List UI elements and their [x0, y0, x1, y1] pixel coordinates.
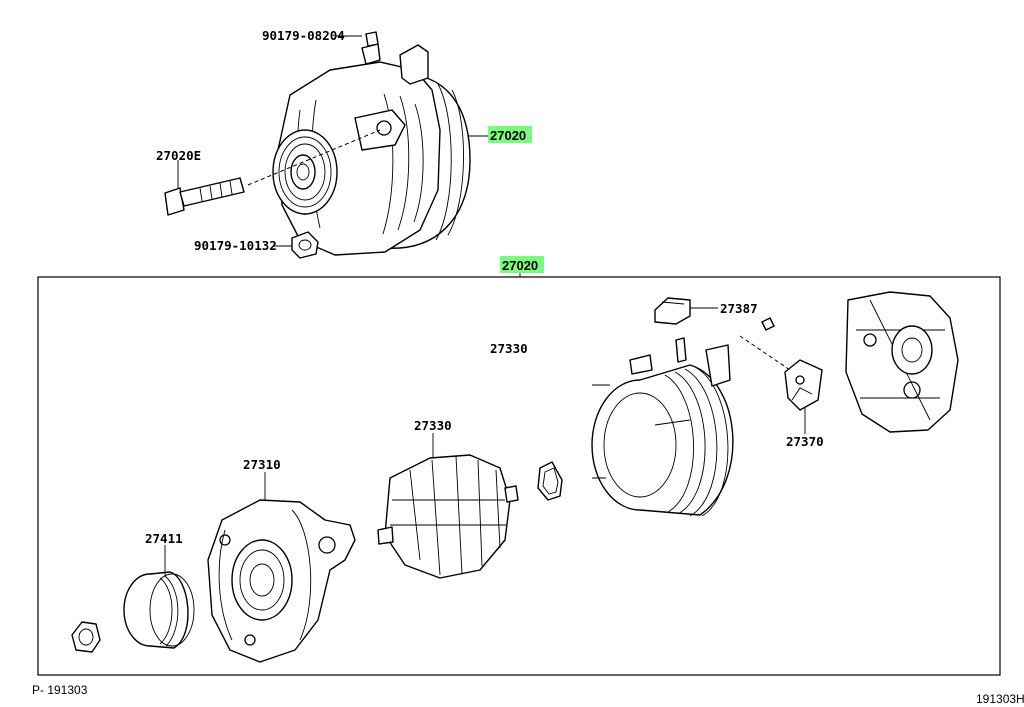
highlight-27020-top — [488, 126, 532, 143]
label-27387[interactable]: 27387 — [720, 301, 758, 316]
exploded-view-frame — [37, 276, 1001, 676]
footer-right-code: 191303H — [976, 692, 1024, 706]
label-90179-10132[interactable]: 90179-10132 — [194, 238, 277, 253]
footer-left-code: P- 191303 — [32, 683, 88, 697]
label-27370[interactable]: 27370 — [786, 434, 824, 449]
highlight-27020-box — [500, 256, 544, 273]
label-27310[interactable]: 27310 — [243, 457, 281, 472]
box-leaders — [164, 307, 806, 576]
label-27020-top[interactable]: 27020 — [490, 128, 526, 143]
label-27411[interactable]: 27411 — [145, 531, 183, 546]
exploded-parts-drawing — [71, 291, 959, 663]
label-27330-coil[interactable]: 27330 — [490, 341, 528, 356]
label-27020-box[interactable]: 27020 — [502, 258, 538, 273]
label-27020E[interactable]: 27020E — [156, 148, 201, 163]
alternator-assembly-drawing — [164, 31, 471, 259]
top-leaders — [177, 35, 488, 247]
label-90179-08204[interactable]: 90179-08204 — [262, 28, 345, 43]
label-27330-rotor[interactable]: 27330 — [414, 418, 452, 433]
